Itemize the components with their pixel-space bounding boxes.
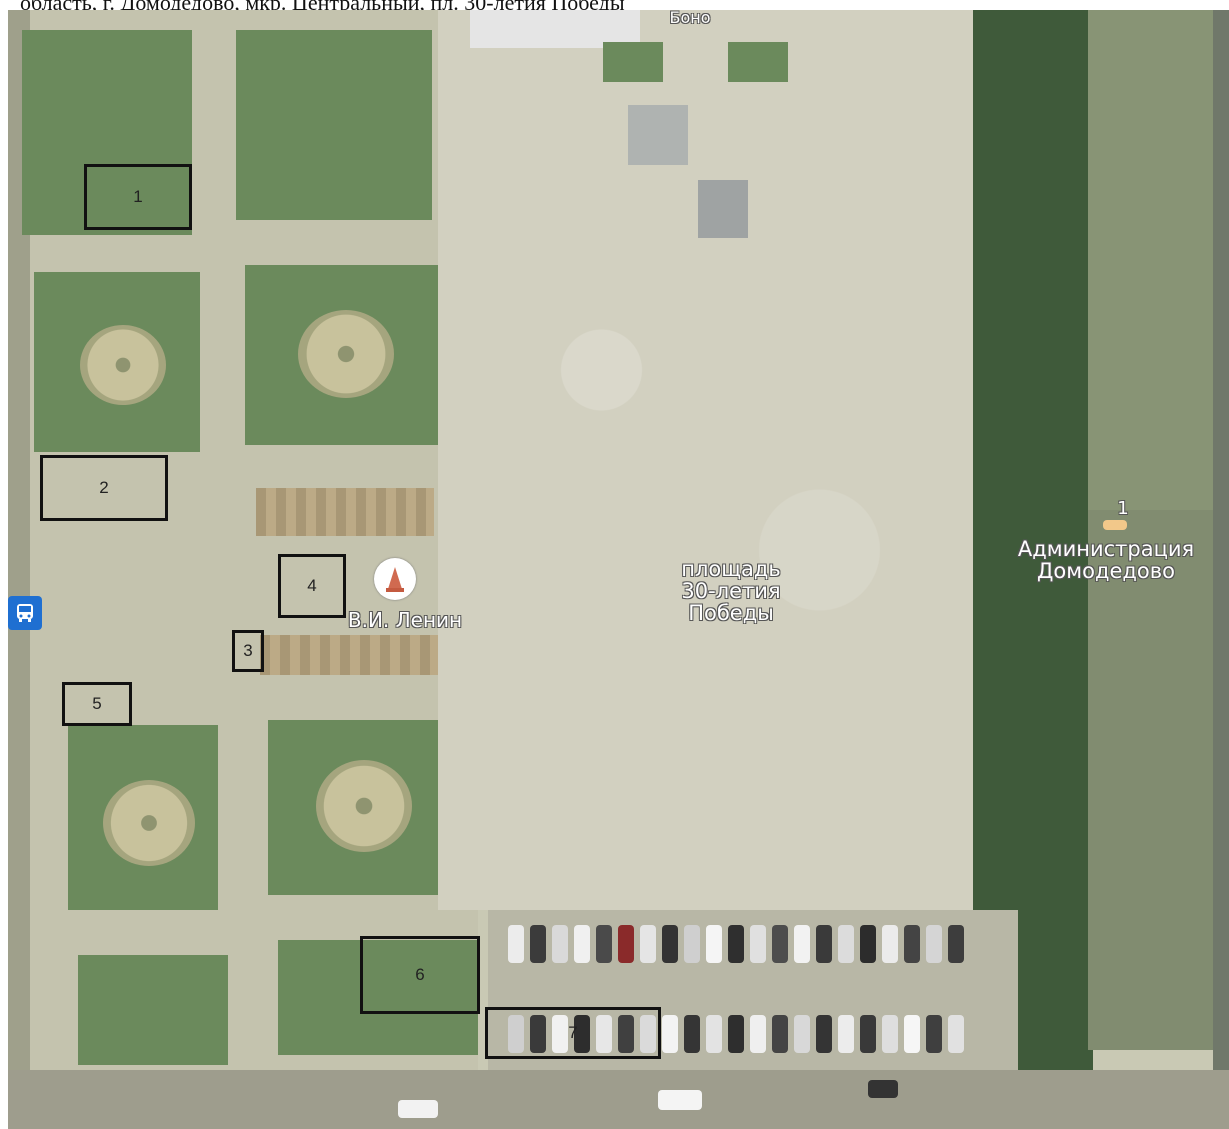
flowerbed (298, 310, 394, 398)
lawn-block (278, 940, 478, 1055)
parked-car (838, 1015, 854, 1053)
top-building (470, 10, 640, 48)
parked-car (530, 1015, 546, 1053)
parked-car (926, 925, 942, 963)
parked-car (530, 925, 546, 963)
parked-car (596, 925, 612, 963)
parked-car (574, 925, 590, 963)
parked-car (596, 1015, 612, 1053)
monument-pin-icon[interactable] (374, 558, 416, 600)
parked-car (816, 1015, 832, 1053)
flower-strip (256, 488, 434, 536)
bus-stop-icon[interactable] (8, 596, 42, 630)
central-square (438, 10, 983, 910)
flowerbed (316, 760, 412, 852)
marker-6: 6 (360, 936, 480, 1014)
administration-label-line2: Домодедово (1037, 559, 1175, 584)
admin-number-label: 1 (1117, 498, 1129, 519)
parked-car (816, 925, 832, 963)
parked-car (508, 925, 524, 963)
top-building-label: Боно (669, 10, 711, 27)
marker-2: 2 (40, 455, 168, 521)
administration-label-line1: Администрация (1017, 537, 1195, 561)
square-label-line3: Победы (688, 601, 774, 626)
monument-label: В.И. Ленин (347, 608, 463, 632)
parked-car (574, 1015, 590, 1053)
parked-car (882, 1015, 898, 1053)
parked-car (794, 925, 810, 963)
square-label-line2: 30-летия (681, 579, 781, 604)
parked-car (684, 925, 700, 963)
parked-car (728, 1015, 744, 1053)
parked-car (706, 925, 722, 963)
parked-car (948, 1015, 964, 1053)
parked-car (640, 1015, 656, 1053)
parked-car (794, 1015, 810, 1053)
left-road (8, 10, 30, 1129)
satellite-map[interactable]: Боно площадь 30-летия Победы В.И. Ленин … (8, 10, 1229, 1129)
parked-car (750, 1015, 766, 1053)
road-car (868, 1080, 898, 1098)
parked-car (728, 925, 744, 963)
parked-car (860, 925, 876, 963)
parked-car (640, 925, 656, 963)
square-patch (628, 105, 688, 165)
flowerbed (80, 325, 166, 405)
parked-car (706, 1015, 722, 1053)
parked-car (684, 1015, 700, 1053)
marker-1: 1 (84, 164, 192, 230)
lawn-patch (728, 42, 788, 82)
parked-car (618, 925, 634, 963)
parked-car (838, 925, 854, 963)
parked-car (750, 925, 766, 963)
bottom-road (8, 1070, 1229, 1129)
marker-5: 5 (62, 682, 132, 726)
marker-7: 7 (485, 1007, 661, 1059)
parked-car (860, 1015, 876, 1053)
parked-car (662, 925, 678, 963)
square-label-line1: площадь (681, 557, 781, 581)
right-lawn (1088, 10, 1218, 510)
parked-car (904, 925, 920, 963)
parked-car (882, 925, 898, 963)
parked-car (508, 1015, 524, 1053)
lawn-patch (603, 42, 663, 82)
right-building-edge (1213, 10, 1229, 1129)
parked-car (662, 1015, 678, 1053)
flower-strip (260, 635, 450, 675)
road-car (398, 1100, 438, 1118)
lawn-block (236, 30, 432, 220)
parked-car (552, 925, 568, 963)
admin-pin-icon[interactable] (1103, 520, 1127, 530)
road-car (658, 1090, 702, 1110)
lawn-block (78, 955, 228, 1065)
parked-car (552, 1015, 568, 1053)
parked-car (948, 925, 964, 963)
parked-car (772, 925, 788, 963)
marker-4: 4 (278, 554, 346, 618)
marker-3: 3 (232, 630, 264, 672)
parked-car (618, 1015, 634, 1053)
square-label: площадь 30-летия Победы (656, 558, 806, 624)
right-lawn (1088, 510, 1218, 1050)
square-patch (698, 180, 748, 238)
flowerbed (103, 780, 195, 866)
lawn-block (22, 30, 192, 235)
parked-car (926, 1015, 942, 1053)
parked-car (904, 1015, 920, 1053)
parked-car (772, 1015, 788, 1053)
administration-label: Администрация Домодедово (986, 538, 1226, 582)
